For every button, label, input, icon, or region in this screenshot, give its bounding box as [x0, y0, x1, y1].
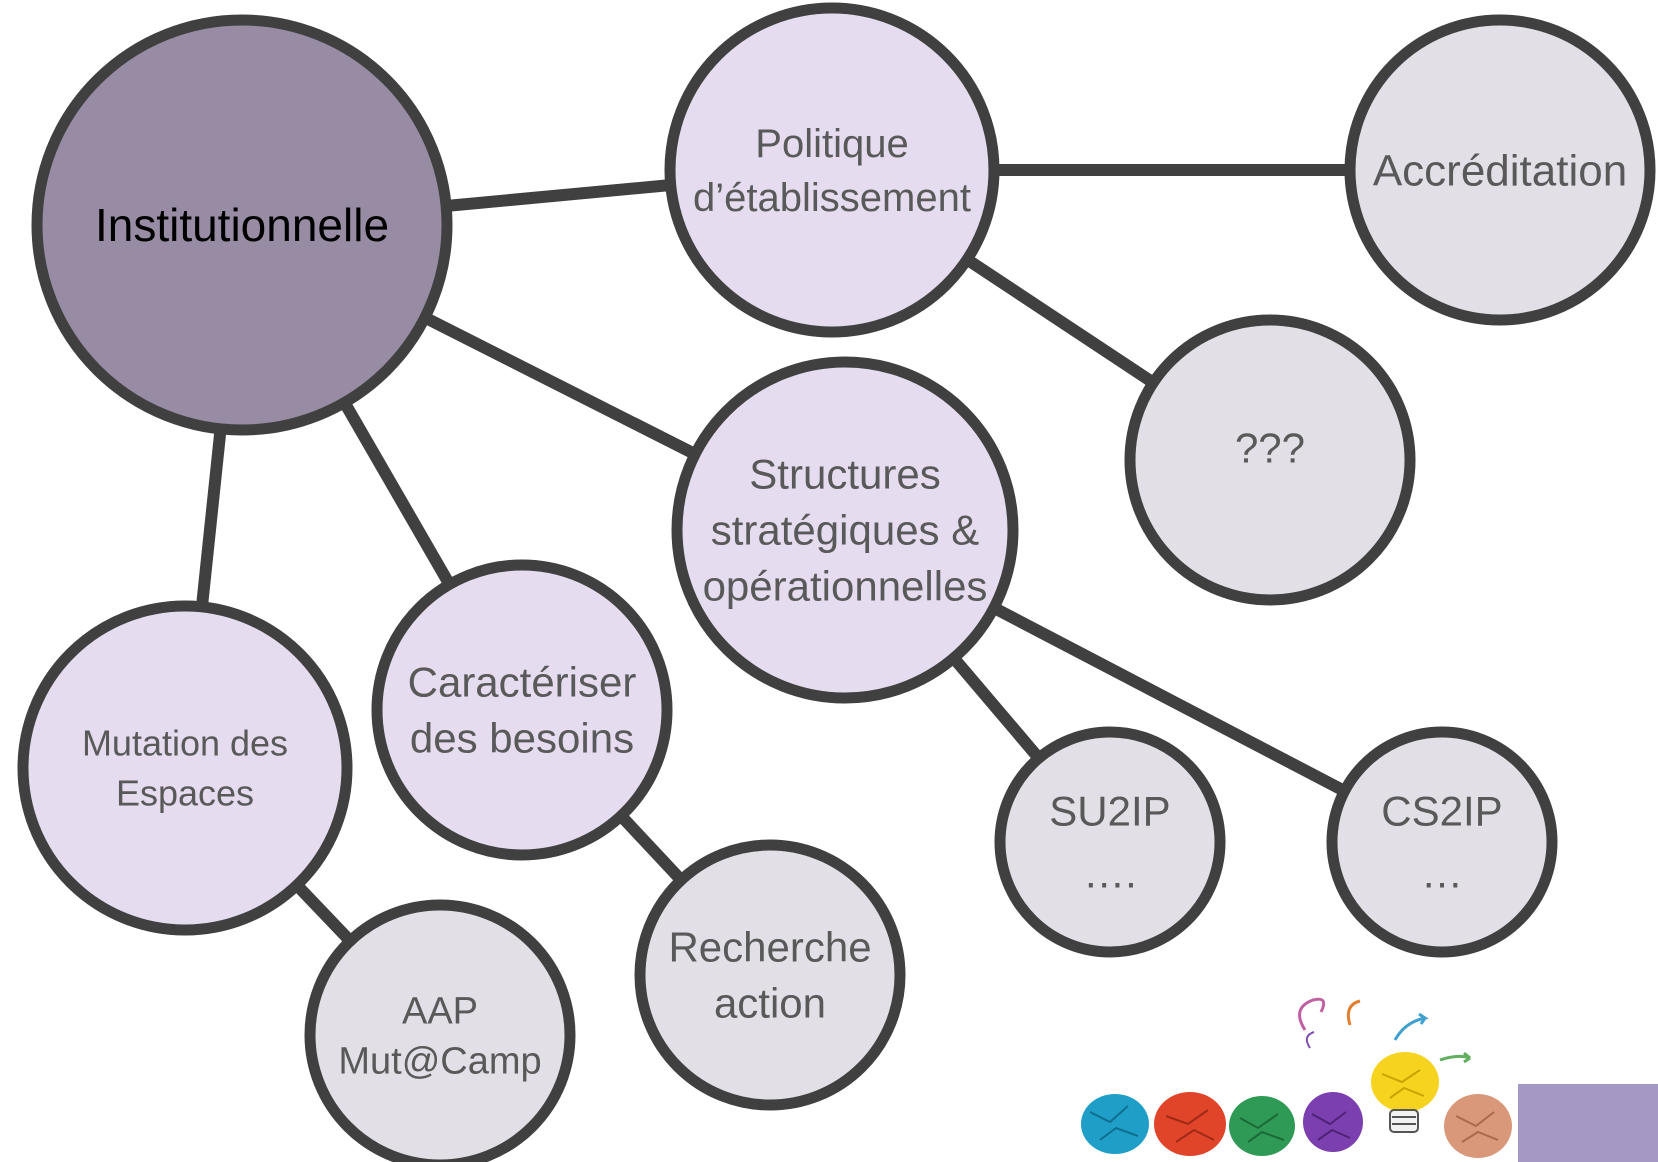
node-aap: AAP Mut@Camp — [304, 899, 576, 1162]
node-label-caracteriser-line-1: Caractériser — [408, 659, 637, 706]
node-circle-aap — [304, 899, 576, 1162]
node-label-unknown-line-1: ??? — [1235, 425, 1305, 472]
node-label-su2ip-line-1: SU2IP — [1049, 788, 1170, 835]
node-label-cs2ip-line-1: CS2IP — [1381, 788, 1502, 835]
node-structures: Structures stratégiques & opérationnelles — [671, 356, 1019, 704]
node-su2ip: SU2IP …. — [994, 726, 1226, 958]
nodes: Institutionnelle Politique d’établissement… — [17, 2, 1656, 1162]
node-label-structures-line-1: Structures — [749, 451, 940, 498]
node-label-su2ip-line-2: …. — [1083, 850, 1137, 897]
node-label-mutation-line-1: Mutation des — [82, 723, 288, 764]
node-cs2ip: CS2IP … — [1326, 726, 1558, 958]
node-circle-recherche — [634, 839, 906, 1111]
node-circle-institutionnelle — [31, 14, 453, 436]
node-label-cs2ip-line-2: … — [1421, 850, 1463, 897]
node-accreditation: Accréditation — [1344, 14, 1656, 326]
node-unknown: ??? — [1124, 314, 1416, 606]
node-circle-mutation — [17, 600, 353, 936]
node-label-politique-line-1: Politique — [755, 122, 908, 166]
node-label-aap-line-1: AAP — [402, 990, 478, 1032]
node-circle-politique — [664, 2, 1000, 338]
node-circle-caracteriser — [371, 559, 673, 861]
node-institutionnelle: Institutionnelle — [31, 14, 453, 436]
node-circle-su2ip — [994, 726, 1226, 958]
node-circle-cs2ip — [1326, 726, 1558, 958]
node-label-structures-line-2: stratégiques & — [711, 507, 980, 554]
node-recherche: Recherche action — [634, 839, 906, 1111]
node-label-recherche-line-1: Recherche — [668, 924, 871, 971]
node-label-aap-line-2: Mut@Camp — [338, 1040, 541, 1082]
crumpled-paper-illustration — [1081, 997, 1512, 1158]
node-label-politique-line-2: d’établissement — [693, 176, 971, 220]
node-caracteriser: Caractériser des besoins — [371, 559, 673, 861]
node-circle-unknown — [1124, 314, 1416, 606]
node-label-mutation-line-2: Espaces — [116, 773, 254, 814]
node-label-accreditation-line-1: Accréditation — [1373, 146, 1627, 195]
node-label-structures-line-3: opérationnelles — [703, 563, 988, 610]
node-circle-accreditation — [1344, 14, 1656, 326]
node-circle-structures — [671, 356, 1019, 704]
node-label-institutionnelle-line-1: Institutionnelle — [95, 199, 389, 251]
node-label-recherche-line-2: action — [714, 980, 826, 1027]
node-label-caracteriser-line-2: des besoins — [410, 715, 634, 762]
accent-corner-block — [1518, 1084, 1658, 1162]
node-politique: Politique d’établissement — [664, 2, 1000, 338]
